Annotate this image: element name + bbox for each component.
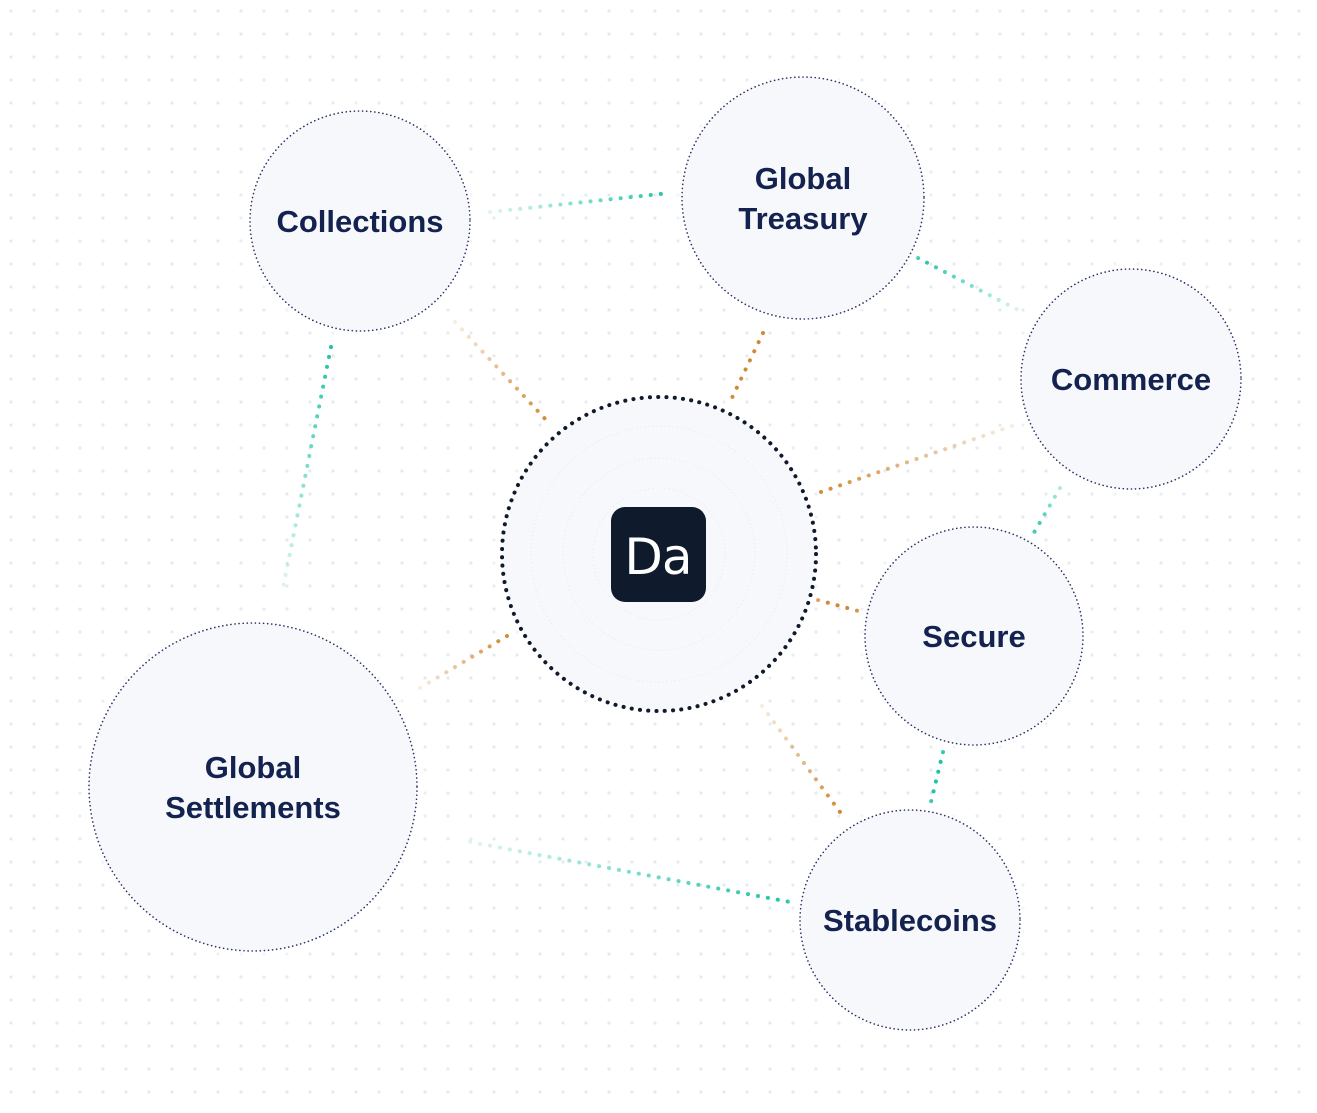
node-circle [249,110,471,332]
node-collections: Collections [246,107,474,335]
connection-links [281,191,1062,904]
node-circle [799,809,1021,1031]
node-circle [88,622,418,952]
hub-outer-ring [500,395,818,713]
node-label: Treasury [738,201,868,236]
node-commerce: Commerce [1017,265,1245,493]
node-label: Global [755,161,851,196]
node-stablecoins: Stablecoins [796,806,1024,1034]
hub-inner-ring-2 [562,457,756,651]
node-circle [681,76,925,320]
node-label: Global [205,750,301,785]
logo-icon [611,507,706,602]
node-secure: Secure [861,523,1087,749]
node-circle [864,526,1084,746]
node-label: Collections [276,204,443,239]
link-commerce-secure [1030,486,1062,538]
node-label: Commerce [1051,362,1211,397]
hub-inner-ring-3 [592,487,726,621]
link-hub-stablecoins [760,704,842,814]
node-circle [1020,268,1242,490]
link-global-treasury-commerce [916,256,1024,314]
hub: Da [497,392,821,716]
link-global-settlements-stablecoins [468,840,792,904]
hub-inner-ring-1 [530,425,788,683]
nodes-layer: CollectionsGlobalTreasuryCommerceSecureS… [85,73,1245,1034]
link-hub-global-settlements [418,634,509,690]
link-collections-global-settlements [281,345,333,590]
link-secure-stablecoins [929,750,945,804]
node-label: Settlements [165,790,341,825]
logo-text: Da [624,528,691,586]
node-label: Stablecoins [823,903,997,938]
node-label: Secure [922,619,1025,654]
link-collections-global-treasury [488,191,672,214]
link-hub-commerce [816,424,1014,495]
